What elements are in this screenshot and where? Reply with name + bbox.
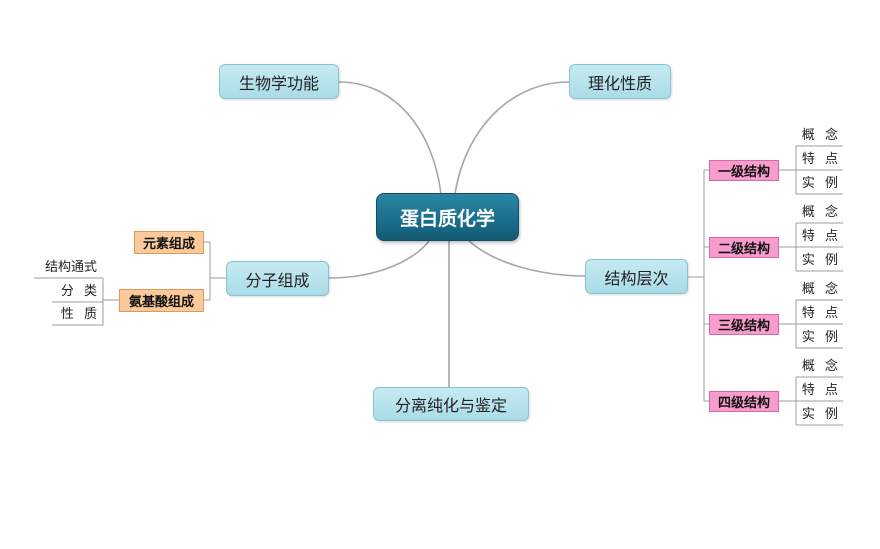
leaf-features: 特 点 (801, 383, 839, 398)
leaf-features: 特 点 (801, 306, 839, 321)
subtopic-primary-structure: 一级结构 (709, 160, 779, 181)
leaf-general-structure: 结构通式 (44, 260, 97, 275)
subtopic-quaternary-structure: 四级结构 (709, 391, 779, 412)
subtopic-secondary-structure: 二级结构 (709, 237, 779, 258)
central-topic: 蛋白质化学 (376, 193, 519, 241)
topic-molecular-composition: 分子组成 (226, 261, 329, 296)
bracket-structural-levels (688, 169, 709, 402)
bracket-molecular-composition (204, 241, 226, 301)
leaf-features: 特 点 (801, 152, 839, 167)
leaf-classification: 分 类 (60, 284, 97, 299)
connector-central-molecular-composition (328, 239, 431, 279)
topic-structural-levels: 结构层次 (585, 259, 688, 294)
bracket-amino-acid (34, 277, 119, 326)
connector-central-physicochemical (454, 81, 570, 195)
bracket-primary-structure (779, 145, 843, 195)
connector-central-structural-levels (467, 239, 586, 277)
topic-biological-function: 生物学功能 (219, 64, 339, 99)
leaf-concept: 概 念 (801, 205, 839, 220)
leaf-concept: 概 念 (801, 282, 839, 297)
subtopic-element-composition: 元素组成 (134, 231, 204, 254)
bracket-tertiary-structure (779, 299, 843, 349)
bracket-quaternary-structure (779, 376, 843, 426)
leaf-examples: 实 例 (801, 407, 839, 422)
leaf-examples: 实 例 (801, 176, 839, 191)
leaf-examples: 实 例 (801, 253, 839, 268)
leaf-features: 特 点 (801, 229, 839, 244)
leaf-concept: 概 念 (801, 128, 839, 143)
topic-physicochemical-properties: 理化性质 (569, 64, 671, 99)
leaf-concept: 概 念 (801, 359, 839, 374)
leaf-properties: 性 质 (60, 307, 97, 322)
subtopic-tertiary-structure: 三级结构 (709, 314, 779, 335)
subtopic-amino-acid-composition: 氨基酸组成 (119, 289, 204, 312)
bracket-secondary-structure (779, 222, 843, 272)
connector-central-biological-function (338, 81, 442, 195)
leaf-examples: 实 例 (801, 330, 839, 345)
topic-separation-identification: 分离纯化与鉴定 (373, 387, 529, 421)
